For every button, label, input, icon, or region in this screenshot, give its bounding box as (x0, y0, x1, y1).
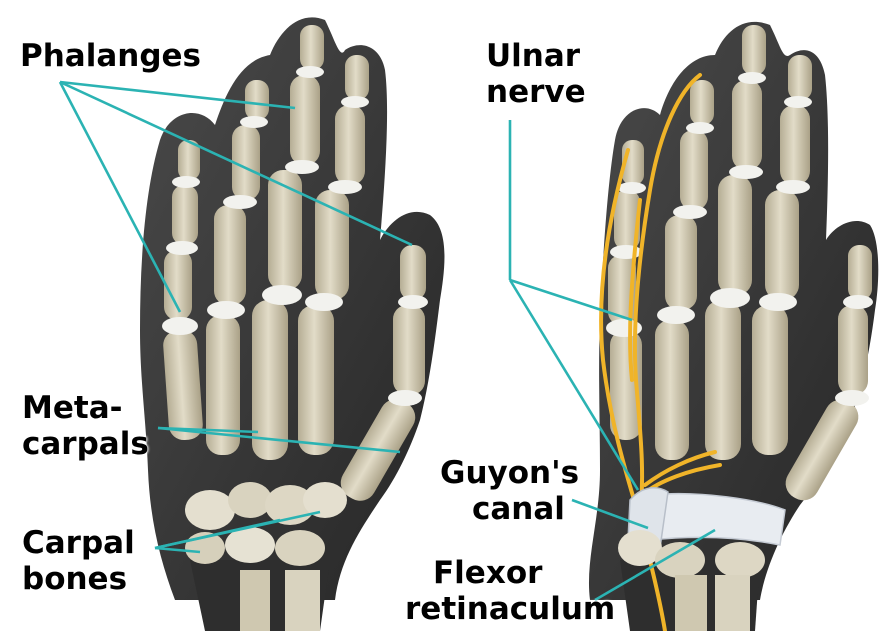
label-ulnar-nerve-line1: Ulnar (486, 38, 586, 74)
label-phalanges-text: Phalanges (20, 38, 201, 74)
label-ulnar-nerve-line2: nerve (486, 74, 586, 110)
label-ulnar-nerve: Ulnar nerve (486, 38, 586, 110)
label-carpal-bones-line2: bones (22, 561, 135, 597)
label-carpal-bones: Carpal bones (22, 525, 135, 597)
label-carpal-bones-line1: Carpal (22, 525, 135, 561)
label-guyons-canal-line1: Guyon's (440, 455, 579, 491)
label-phalanges: Phalanges (20, 38, 201, 74)
label-flexor-retinaculum-line2: retinaculum (405, 591, 615, 627)
left-hand (140, 17, 444, 631)
label-guyons-canal: Guyon's canal (440, 455, 579, 527)
label-guyons-canal-line2: canal (440, 491, 579, 527)
label-flexor-retinaculum: Flexor retinaculum (405, 555, 615, 627)
label-metacarpals: Meta- carpals (22, 390, 149, 462)
right-hand (589, 22, 878, 631)
label-metacarpals-line1: Meta- (22, 390, 149, 426)
label-metacarpals-line2: carpals (22, 426, 149, 462)
label-flexor-retinaculum-line1: Flexor (405, 555, 615, 591)
